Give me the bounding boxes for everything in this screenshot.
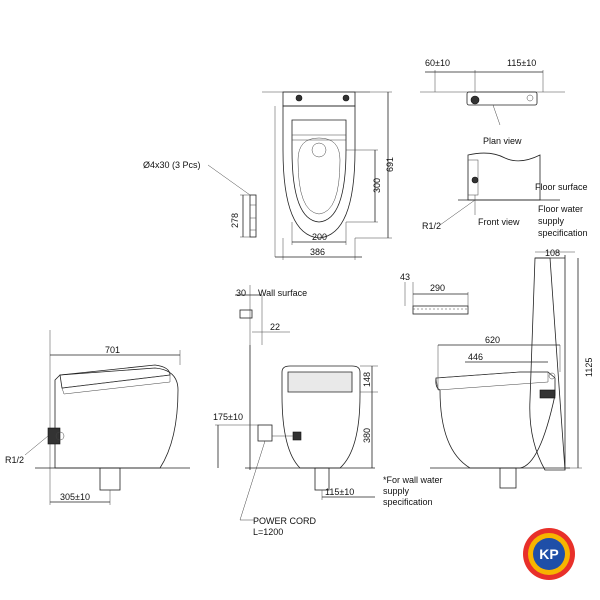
dim-380: 380	[362, 428, 372, 443]
right-front-view	[439, 152, 560, 226]
dim-115-bottom: 115±10	[325, 487, 354, 497]
dim-1125: 1125	[584, 358, 594, 377]
tank-detail	[404, 282, 469, 315]
floor-water-label-3: specification	[538, 228, 588, 238]
top-plan-view	[262, 91, 392, 260]
floor-water-label-1: Floor water	[538, 204, 583, 214]
dim-305: 305±10	[60, 492, 90, 502]
dim-175: 175±10	[213, 412, 243, 422]
right-side-view	[430, 251, 582, 489]
dim-701: 701	[105, 345, 120, 355]
left-side-view	[24, 330, 190, 505]
r12-label-top: R1/2	[422, 221, 441, 231]
dim-290: 290	[430, 283, 445, 293]
wall-water-label-3: specification	[383, 497, 433, 507]
dim-22: 22	[270, 322, 280, 332]
logo-text: KP	[539, 546, 558, 562]
dim-446: 446	[468, 352, 483, 362]
dim-620: 620	[485, 335, 500, 345]
kp-logo: KP	[523, 528, 575, 580]
dim-148: 148	[362, 372, 372, 387]
power-cord-length: L=1200	[253, 527, 283, 537]
dim-115-top: 115±10	[507, 58, 536, 68]
dim-30: 30	[236, 288, 246, 298]
dim-43: 43	[400, 272, 410, 282]
dim-60: 60±10	[425, 58, 450, 68]
dim-200: 200	[312, 232, 327, 242]
plan-view-label: Plan view	[483, 136, 522, 146]
dim-278: 278	[230, 213, 240, 228]
wall-water-label-1: *For wall water	[383, 475, 443, 485]
wall-bracket	[207, 164, 257, 238]
screw-label: Ø4x30 (3 Pcs)	[143, 160, 201, 170]
power-cord-label: POWER CORD	[253, 516, 317, 526]
dim-108: 108	[545, 248, 560, 258]
dim-691: 691	[385, 157, 395, 172]
dim-386: 386	[310, 247, 325, 257]
r12-label-bottom: R1/2	[5, 455, 24, 465]
floor-surface-label: Floor surface	[535, 182, 588, 192]
wall-detail	[235, 285, 290, 345]
center-front-view	[215, 345, 378, 521]
dim-300: 300	[372, 178, 382, 193]
wall-surface-label: Wall surface	[258, 288, 307, 298]
wall-water-label-2: supply	[383, 486, 410, 496]
right-plan-view	[420, 70, 565, 126]
front-view-label: Front view	[478, 217, 520, 227]
floor-water-label-2: supply	[538, 216, 565, 226]
